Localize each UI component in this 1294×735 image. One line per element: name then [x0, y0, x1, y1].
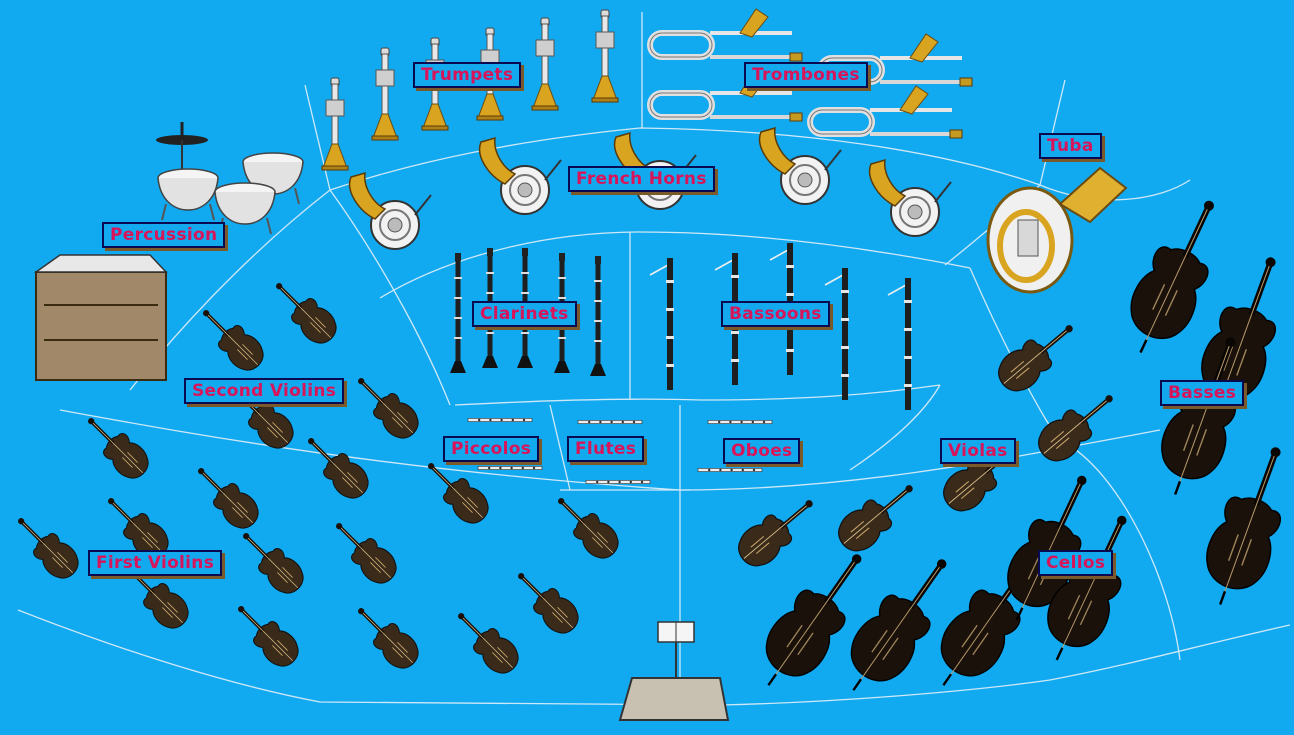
trombone-icon [810, 86, 962, 138]
french-horn-icon [868, 159, 952, 237]
section-label-bassoons[interactable]: Bassoons [721, 301, 830, 327]
section-label-second-violins[interactable]: Second Violins [184, 378, 345, 404]
section-label-flutes[interactable]: Flutes [567, 436, 645, 462]
flute-icon [477, 465, 543, 471]
section-label-cellos[interactable]: Cellos [1038, 550, 1114, 576]
trombone-icon [650, 9, 802, 61]
violin-icon [324, 511, 404, 591]
flute-icon [707, 419, 773, 425]
clarinet-icon [450, 253, 466, 373]
viola-icon [990, 311, 1085, 400]
violin-icon [191, 298, 271, 378]
violin-icon [506, 561, 586, 641]
violin-icon [76, 406, 156, 486]
viola-icon [1030, 381, 1125, 470]
violin-icon [186, 456, 266, 536]
conductor-podium-icon [618, 621, 730, 721]
violin-icon [226, 594, 306, 674]
trumpet-icon [531, 17, 559, 111]
section-label-first-violins[interactable]: First Violins [88, 550, 223, 576]
flute-icon [697, 467, 763, 473]
timpani-icon [157, 168, 219, 221]
section-label-oboes[interactable]: Oboes [723, 438, 801, 464]
violin-icon [6, 506, 86, 586]
bassoon-icon [649, 257, 675, 391]
trumpet-icon [371, 47, 399, 141]
section-label-trumpets[interactable]: Trumpets [413, 62, 522, 88]
violin-icon [416, 451, 496, 531]
flute-icon [585, 479, 651, 485]
violin-icon [546, 486, 626, 566]
cymbal-icon [156, 122, 208, 175]
section-label-percussion[interactable]: Percussion [102, 222, 226, 248]
viola-icon [730, 486, 825, 575]
flute-icon [577, 419, 643, 425]
trumpet-icon [591, 9, 619, 103]
french-horn-icon [478, 137, 562, 215]
section-label-clarinets[interactable]: Clarinets [472, 301, 577, 327]
violin-icon [296, 426, 376, 506]
section-label-basses[interactable]: Basses [1160, 380, 1245, 406]
section-divider-lines [17, 12, 1291, 706]
percussion-cabinet-icon [33, 254, 168, 381]
violin-icon [264, 271, 344, 351]
trumpet-icon [321, 77, 349, 171]
violin-icon [446, 601, 526, 681]
section-label-violas[interactable]: Violas [940, 438, 1016, 464]
section-label-french-horns[interactable]: French Horns [568, 166, 715, 192]
clarinet-icon [590, 256, 606, 376]
tuba-icon [986, 166, 1128, 294]
section-label-piccolos[interactable]: Piccolos [443, 436, 540, 462]
section-label-tuba[interactable]: Tuba [1039, 133, 1102, 159]
bassoon-icon [824, 267, 850, 401]
section-label-trombones[interactable]: Trombones [744, 62, 868, 88]
viola-icon [830, 471, 925, 560]
violin-icon [346, 596, 426, 676]
violin-icon [346, 366, 426, 446]
violin-icon [231, 521, 311, 601]
flute-icon [467, 417, 533, 423]
